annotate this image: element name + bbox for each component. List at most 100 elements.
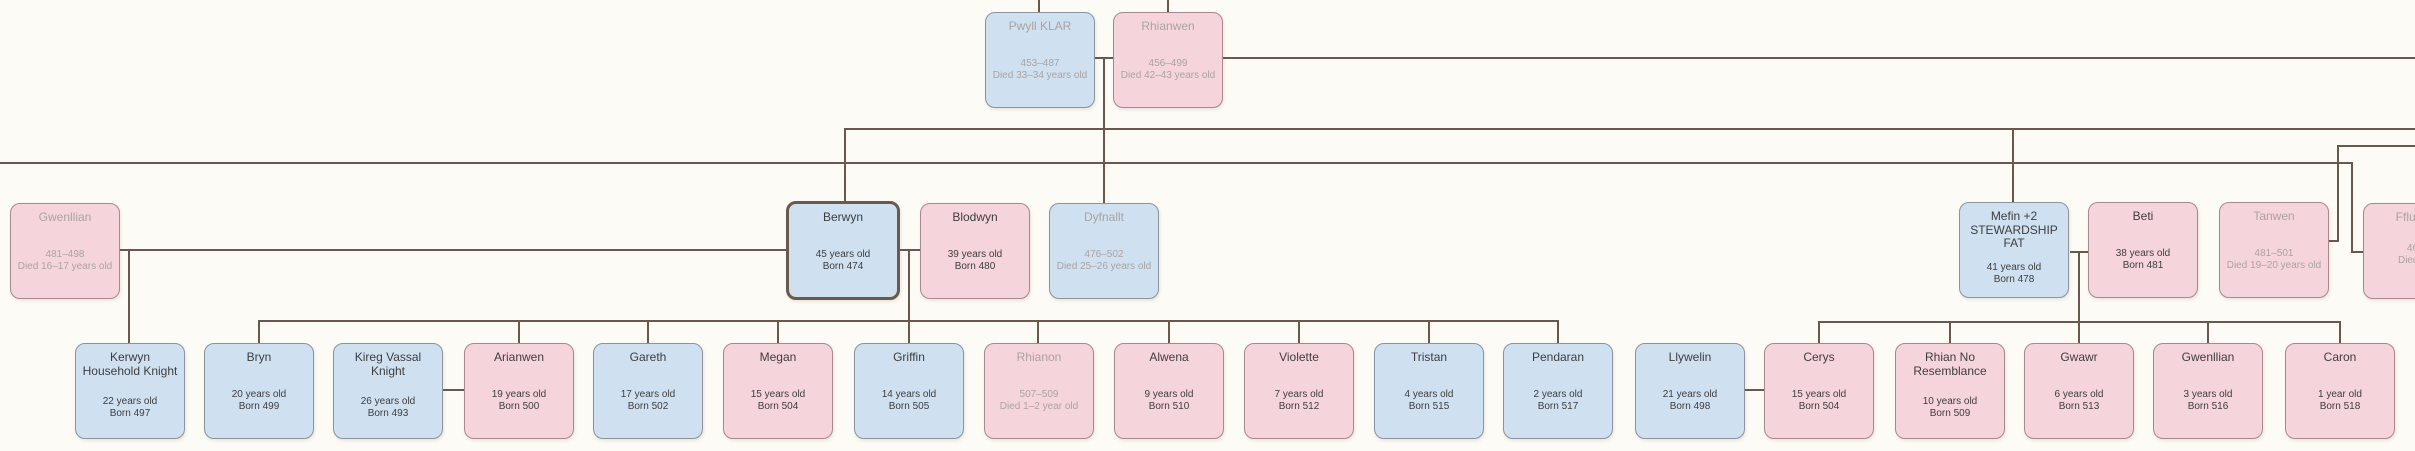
person-detail-line: 1 year old xyxy=(2318,389,2362,401)
person-detail-line: 462– xyxy=(2406,243,2415,255)
connector-line xyxy=(2351,251,2364,253)
connector-line xyxy=(1168,320,1170,343)
connector-line xyxy=(1745,389,1764,391)
person-detail-line: 456–499 xyxy=(1148,58,1188,70)
person-detail-line: Born 509 xyxy=(1929,408,1971,419)
connector-line xyxy=(1103,57,1105,203)
person-detail-line: Born 505 xyxy=(888,401,930,413)
person-box-fflur[interactable]: Fflur NC462–Died 27–o xyxy=(2363,203,2415,299)
connector-line xyxy=(2339,321,2341,343)
person-name: Gwawr xyxy=(2060,350,2098,364)
connector-line xyxy=(1167,0,1169,13)
person-name: Alwena xyxy=(1149,350,1189,364)
person-detail-line: Born 515 xyxy=(1408,401,1450,413)
person-detail-line: Born 499 xyxy=(238,401,280,413)
connector-line xyxy=(258,320,260,343)
person-detail-line: Born 481 xyxy=(2122,260,2164,272)
person-detail-line: Born 493 xyxy=(367,408,409,419)
connector-line xyxy=(2337,145,2415,147)
connector-line xyxy=(777,320,779,343)
person-name: Gwenllian xyxy=(2181,350,2235,364)
person-detail-line: Died 16–17 years old xyxy=(17,261,113,273)
connector-line xyxy=(2351,162,2353,253)
person-detail-line: 6 years old xyxy=(2054,389,2104,401)
person-detail-line: 17 years old xyxy=(620,389,676,401)
connector-line xyxy=(1037,320,1039,343)
person-detail-line: 20 years old xyxy=(231,389,287,401)
person-name: Cerys xyxy=(1803,350,1835,364)
person-detail-line: 21 years old xyxy=(1662,389,1718,401)
connector-line xyxy=(1223,57,2415,59)
person-name: Rhianwen xyxy=(1141,19,1195,33)
person-detail-line: Died 27– xyxy=(2397,255,2415,267)
person-detail-line: Died 19–20 years old xyxy=(2226,260,2322,272)
person-name: Kerwyn Household Knight xyxy=(82,350,178,378)
person-detail-line: Born 478 xyxy=(1993,273,2035,285)
person-name: Berwyn xyxy=(822,210,863,224)
connector-line xyxy=(1818,321,2341,323)
person-detail-line: Died 42–43 years old xyxy=(1120,70,1216,82)
person-detail-line: 15 years old xyxy=(1791,389,1847,401)
person-detail-line: 45 years old xyxy=(815,248,871,260)
connector-line xyxy=(2078,251,2080,343)
person-name: Bryn xyxy=(246,350,272,364)
person-detail-line: Born 497 xyxy=(109,408,151,419)
person-name: Mefin +2 STEWARDSHIP FAT xyxy=(1970,209,2058,250)
person-name: Rhianon xyxy=(1016,350,1062,364)
person-detail-line: 453–487 xyxy=(1020,58,1060,70)
connector-line xyxy=(128,249,130,343)
person-detail-line: 39 years old xyxy=(947,249,1003,261)
connector-line xyxy=(2329,240,2339,242)
connector-line xyxy=(1557,320,1559,343)
person-detail-line: Born 512 xyxy=(1278,401,1320,413)
connector-line xyxy=(1298,320,1300,343)
connector-line xyxy=(899,249,921,251)
person-detail-line: 14 years old xyxy=(881,389,937,401)
person-name: Tanwen xyxy=(2253,209,2295,223)
person-name: Megan xyxy=(759,350,797,364)
person-detail-line: Born 480 xyxy=(954,261,996,273)
person-detail-line: Born 502 xyxy=(627,401,669,413)
connector-line xyxy=(647,320,649,343)
connector-line xyxy=(2012,128,2014,203)
